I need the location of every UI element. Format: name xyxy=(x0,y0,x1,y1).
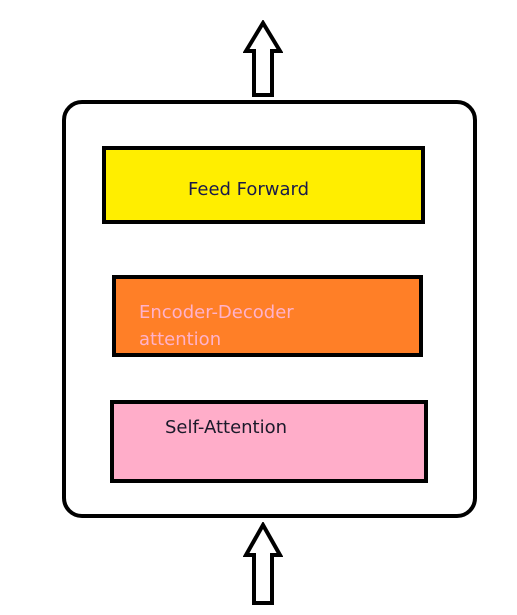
encoder-decoder-attention-layer: Encoder-Decoder attention xyxy=(112,275,423,357)
feed-forward-layer: Feed Forward xyxy=(102,146,425,224)
self-attention-label: Self-Attention xyxy=(165,417,288,438)
encoder-decoder-attention-label: Encoder-Decoder attention xyxy=(139,299,339,353)
self-attention-layer: Self-Attention xyxy=(110,400,428,483)
encoder-decoder-label-line1: Encoder-Decoder xyxy=(139,302,294,323)
feed-forward-label: Feed Forward xyxy=(188,179,310,200)
encoder-decoder-label-line2: attention xyxy=(139,329,222,350)
input-arrow-up-icon xyxy=(243,522,283,606)
output-arrow-up-icon xyxy=(243,20,283,98)
